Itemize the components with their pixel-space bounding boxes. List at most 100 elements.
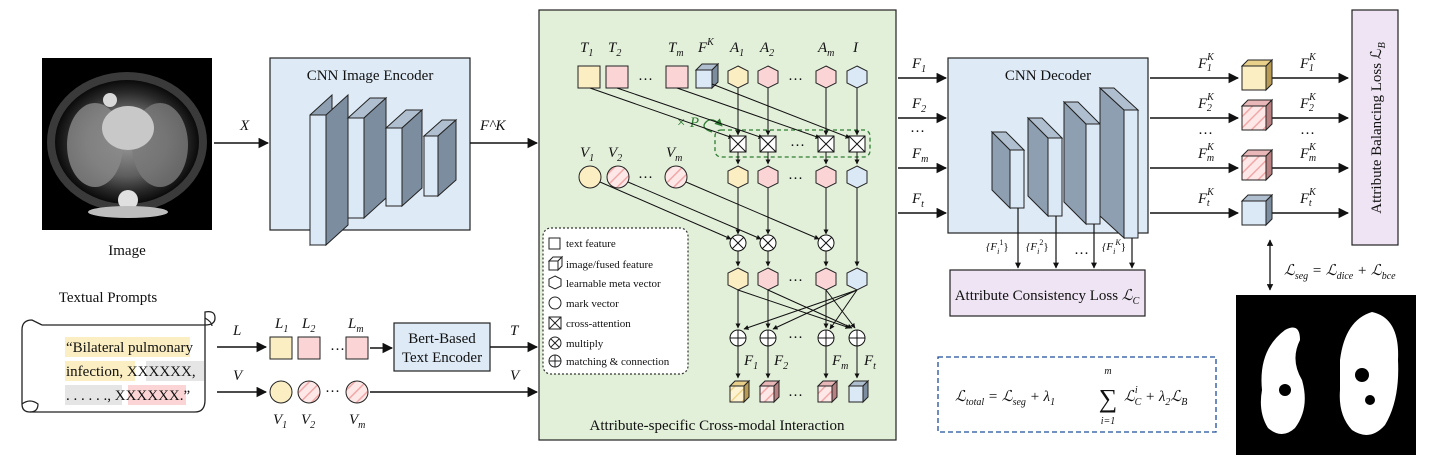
learnable-meta-vector <box>757 267 779 291</box>
sum-sigma: ∑ <box>1099 384 1118 413</box>
text-feature-square <box>345 336 369 360</box>
output-feature-cube <box>1240 98 1274 132</box>
ft-fused-label: Ft <box>863 353 876 372</box>
vm-token-label: Vm <box>666 145 682 164</box>
mark-vector-circle <box>578 165 602 189</box>
cross-attention-icon <box>759 135 777 153</box>
t2-token-label: T2 <box>608 40 621 59</box>
output-cube-column <box>1240 58 1274 227</box>
image-caption: Image <box>108 243 146 259</box>
cnn-image-encoder: CNN Image Encoder <box>269 57 471 247</box>
seg-loss-formula: ℒseg = ℒdice + ℒbce <box>1284 263 1396 282</box>
mark-vector-circle <box>269 380 293 404</box>
fk-token-label: FK <box>697 37 715 56</box>
decoder-layer <box>1062 100 1102 226</box>
vm-label: Vm <box>349 412 365 431</box>
learnable-meta-vector <box>727 65 749 89</box>
text-feature-square <box>577 65 601 89</box>
fused-output-arrows <box>735 346 860 379</box>
attention-repeat-box <box>714 129 871 158</box>
prompt-line-3: . . . . . ., XXXXXX.” <box>66 388 190 404</box>
ct-scan-image <box>42 58 212 230</box>
cross-attention-row: ··· <box>729 135 866 154</box>
dots: ··· <box>788 273 803 289</box>
consistency-label: Attribute Consistency Loss ℒC <box>955 288 1140 307</box>
total-loss-box <box>937 356 1217 433</box>
v-vector-row: ··· <box>269 380 369 404</box>
dots: ··· <box>638 72 653 88</box>
text-feature-square <box>665 65 689 89</box>
encoder-layer <box>422 118 458 198</box>
fused-feature-cube <box>728 379 751 404</box>
text-feature-square <box>605 65 629 89</box>
dec-in-f1: F1 <box>911 56 926 75</box>
legend-item: matching & connection <box>566 356 670 368</box>
f2-fused-label: F2 <box>773 353 788 372</box>
f1-fused-label: F1 <box>743 353 758 372</box>
learnable-meta-vector <box>757 165 779 189</box>
learnable-meta-vector <box>727 267 749 291</box>
encoder-layer <box>309 93 349 247</box>
learnable-meta-vector <box>815 267 837 291</box>
learnable-meta-vector <box>846 65 868 89</box>
a1-token-label: A1 <box>729 40 744 59</box>
tm-token-label: Tm <box>668 40 684 59</box>
dots: ··· <box>330 342 345 358</box>
weighted-meta-row: ··· <box>727 267 868 291</box>
t1-token-label: T1 <box>580 40 593 59</box>
segmentation-mask <box>1236 295 1416 455</box>
am-token-label: Am <box>817 40 834 59</box>
encoder-title: CNN Image Encoder <box>307 68 434 84</box>
mark-vector-circle <box>664 165 688 189</box>
decoder-input-arrows <box>898 72 948 219</box>
image-feature-legend-icon <box>547 255 564 272</box>
legend-item: cross-attention <box>566 318 631 330</box>
multiply-row <box>729 234 835 252</box>
encoder-layer <box>384 108 424 208</box>
legend-item: mark vector <box>566 298 619 310</box>
cross-attention-icon <box>817 135 835 153</box>
decoder-title: CNN Decoder <box>1005 68 1091 84</box>
v1-token-label: V1 <box>580 145 594 164</box>
output-feature-cube <box>1240 148 1274 182</box>
top-token-row: ··· <box>577 62 720 90</box>
learnable-meta-vector <box>846 165 868 189</box>
prompt-line-1: “Bilateral pulmonary <box>66 340 194 356</box>
text-feature-square <box>269 336 293 360</box>
dots: ··· <box>788 171 803 187</box>
matching-icon <box>729 329 747 347</box>
learnable-meta-vector <box>815 165 837 189</box>
legend: text feature image/fused feature learnab… <box>542 227 689 375</box>
learnable-meta-vector <box>727 165 749 189</box>
learnable-meta-vector <box>846 267 868 291</box>
bert-line-2: Text Encoder <box>402 350 482 366</box>
cross-attention-legend-icon <box>548 316 562 330</box>
side-output-dots: ··· <box>1074 246 1089 262</box>
learnable-meta-vector <box>815 65 837 89</box>
legend-item: learnable meta vector <box>566 278 661 290</box>
bert-line-1: Bert-Based <box>408 331 476 347</box>
decoder-to-consistency-arrows <box>1015 208 1135 269</box>
dots: ··· <box>325 384 340 400</box>
matching-legend-icon <box>548 354 562 368</box>
l-label: L <box>232 323 241 339</box>
repeat-p-label: × P <box>676 115 699 131</box>
i-token-label: I <box>852 40 859 56</box>
multiply-legend-icon <box>548 336 562 350</box>
x-label: X <box>239 118 250 134</box>
l2-label: L2 <box>301 316 315 335</box>
matching-icon <box>848 329 866 347</box>
decoder-layer <box>990 130 1026 210</box>
prompt-line-2: infection, XXXXXX, <box>66 364 196 380</box>
matching-lines <box>735 289 858 330</box>
mark-to-multiply-lines <box>599 181 860 267</box>
text-to-attention-lines <box>589 83 860 139</box>
decoder-layer <box>1098 86 1140 240</box>
cross-attention-icon <box>848 135 866 153</box>
image-feature-cube <box>694 62 720 90</box>
